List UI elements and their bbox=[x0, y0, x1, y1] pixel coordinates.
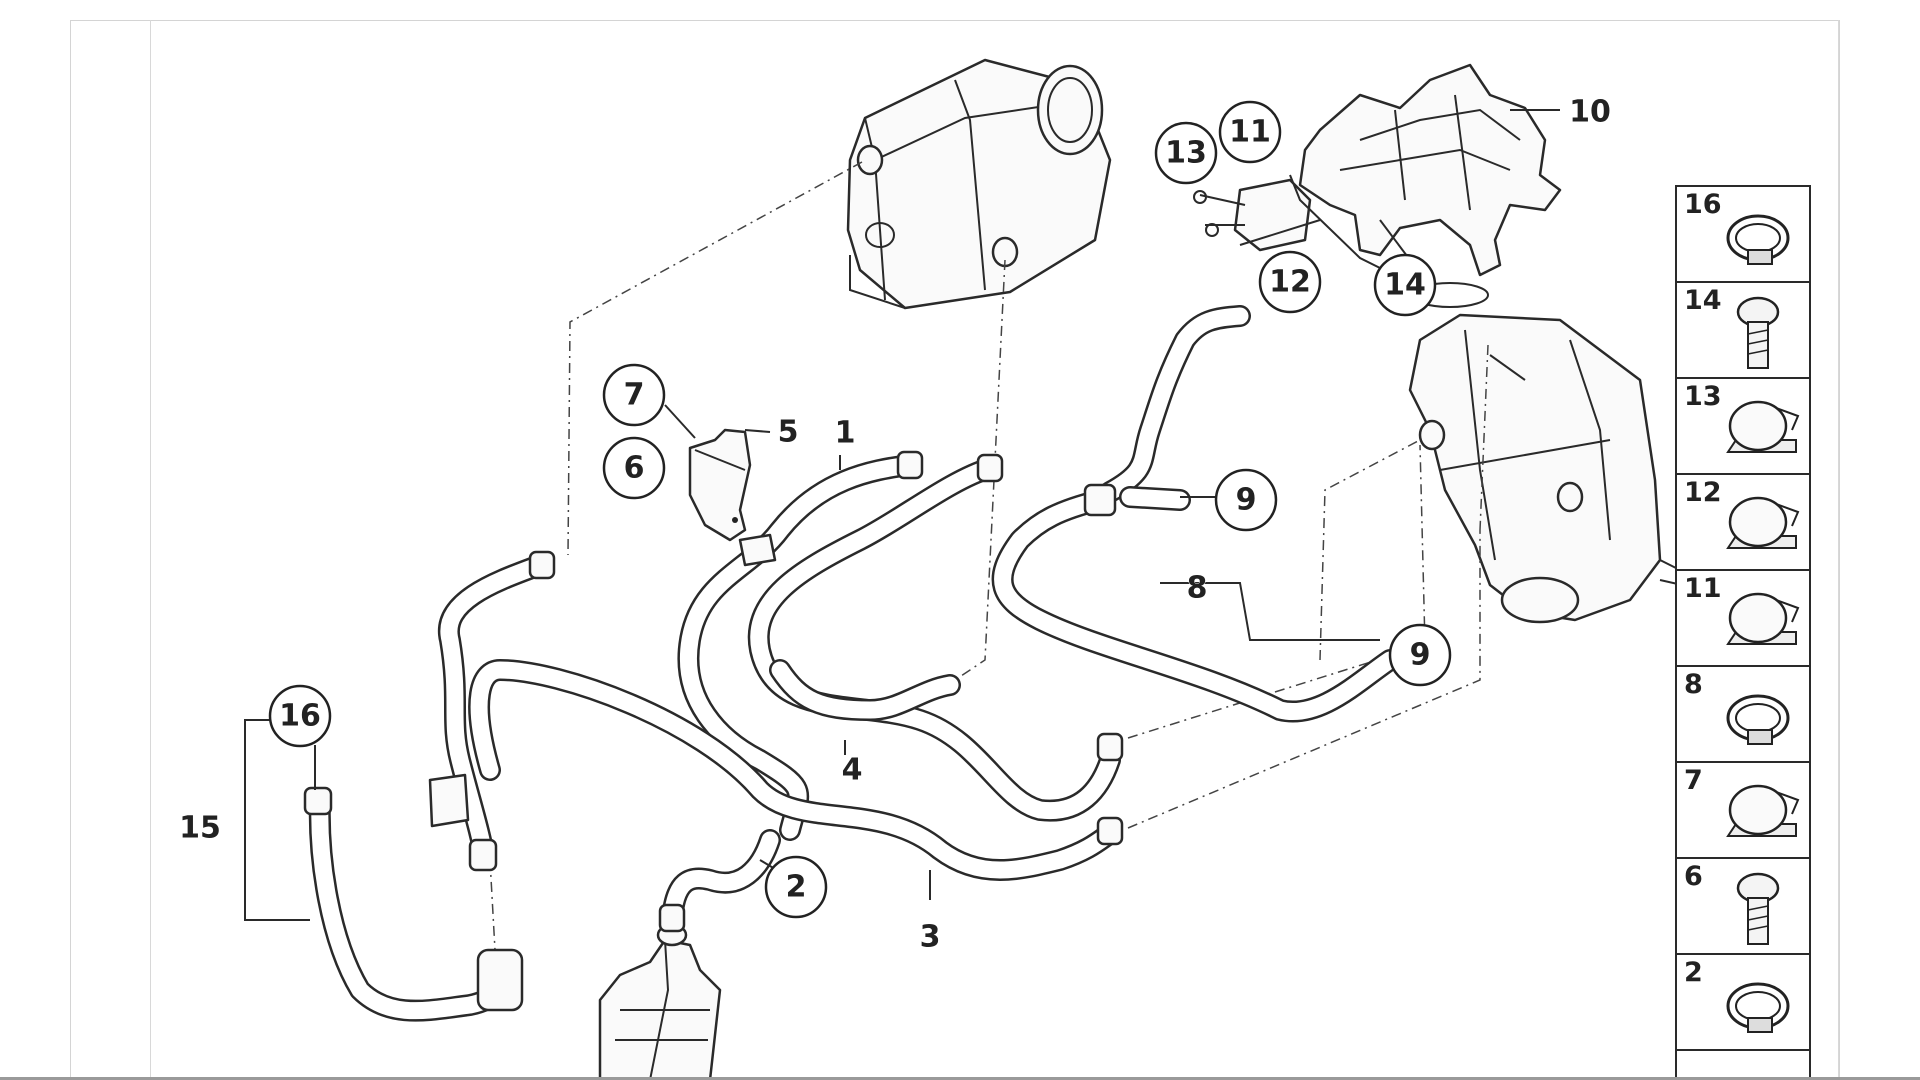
hose-connectors bbox=[303, 450, 1124, 933]
frame-divider-left bbox=[150, 20, 151, 1080]
legend-part-icon bbox=[1726, 982, 1790, 1033]
callout-14[interactable]: 14 bbox=[1373, 253, 1437, 317]
hose-feed[interactable] bbox=[437, 554, 551, 871]
legend-item-12[interactable]: 12 bbox=[1676, 477, 1810, 571]
legend-number: 6 bbox=[1684, 861, 1703, 892]
callout-9-upper[interactable]: 9 bbox=[1214, 468, 1278, 532]
svg-text:11: 11 bbox=[1229, 115, 1271, 150]
legend-part-icon bbox=[1726, 496, 1800, 549]
legend-part-icon bbox=[1736, 872, 1780, 945]
legend-number: 12 bbox=[1684, 477, 1722, 508]
legend-item-7[interactable]: 7 bbox=[1676, 765, 1810, 859]
svg-text:6: 6 bbox=[624, 451, 645, 486]
svg-text:2: 2 bbox=[786, 870, 807, 905]
svg-text:14: 14 bbox=[1384, 268, 1426, 303]
legend-number: 13 bbox=[1684, 381, 1722, 412]
svg-text:9: 9 bbox=[1236, 483, 1257, 518]
legend-number: 2 bbox=[1684, 957, 1703, 988]
callout-13[interactable]: 13 bbox=[1154, 121, 1218, 185]
label-4[interactable]: 4 bbox=[841, 752, 863, 788]
legend-item-6[interactable]: 6 bbox=[1676, 861, 1810, 955]
expansion-tank[interactable] bbox=[846, 58, 1112, 310]
label-15[interactable]: 15 bbox=[179, 810, 222, 846]
diagram-frame bbox=[70, 20, 1840, 1080]
label-10[interactable]: 10 bbox=[1569, 94, 1612, 130]
legend-part-icon bbox=[1726, 214, 1790, 265]
frame-divider-right bbox=[1838, 20, 1839, 1080]
water-pump[interactable] bbox=[598, 923, 722, 1080]
svg-text:12: 12 bbox=[1269, 265, 1311, 300]
hose-8[interactable] bbox=[991, 305, 1401, 723]
legend-number: 11 bbox=[1684, 573, 1722, 604]
callout-9-lower[interactable]: 9 bbox=[1388, 623, 1452, 687]
hose-15[interactable] bbox=[308, 789, 524, 1022]
hose-4[interactable] bbox=[769, 659, 961, 721]
label-1[interactable]: 1 bbox=[834, 415, 856, 451]
bottom-edge bbox=[0, 1077, 1920, 1080]
svg-text:7: 7 bbox=[624, 378, 645, 413]
svg-text:9: 9 bbox=[1410, 638, 1431, 673]
legend-number: 14 bbox=[1684, 285, 1722, 316]
connection-lines bbox=[489, 161, 1489, 951]
intercooler[interactable] bbox=[1408, 282, 1684, 624]
parts-legend: 16 14 13 12 11 8 7 6 2 bbox=[1675, 185, 1811, 1080]
callout-7[interactable]: 7 bbox=[602, 363, 666, 427]
hose-3[interactable] bbox=[468, 659, 1123, 881]
legend-part-icon bbox=[1736, 296, 1780, 369]
legend-part-icon bbox=[1726, 400, 1800, 453]
svg-text:13: 13 bbox=[1165, 136, 1207, 171]
callout-16[interactable]: 16 bbox=[268, 684, 332, 748]
legend-part-icon bbox=[1726, 784, 1800, 837]
legend-item-16[interactable]: 16 bbox=[1676, 189, 1810, 283]
callout-2[interactable]: 2 bbox=[764, 855, 828, 919]
legend-item-8[interactable]: 8 bbox=[1676, 669, 1810, 763]
hose-2[interactable] bbox=[661, 829, 781, 931]
label-3[interactable]: 3 bbox=[919, 919, 941, 955]
bracket-assembly[interactable] bbox=[1193, 63, 1562, 277]
label-8[interactable]: 8 bbox=[1186, 570, 1208, 606]
legend-item-13[interactable]: 13 bbox=[1676, 381, 1810, 475]
legend-item-14[interactable]: 14 bbox=[1676, 285, 1810, 379]
hose-bracket[interactable] bbox=[688, 428, 752, 542]
callout-11[interactable]: 11 bbox=[1218, 100, 1282, 164]
callout-6[interactable]: 6 bbox=[602, 436, 666, 500]
svg-text:16: 16 bbox=[279, 699, 321, 734]
legend-number: 8 bbox=[1684, 669, 1703, 700]
legend-item-11[interactable]: 11 bbox=[1676, 573, 1810, 667]
legend-number: 7 bbox=[1684, 765, 1703, 796]
legend-item-2[interactable]: 2 bbox=[1676, 957, 1810, 1051]
legend-part-icon bbox=[1726, 694, 1790, 745]
legend-number: 16 bbox=[1684, 189, 1722, 220]
legend-part-icon bbox=[1726, 592, 1800, 645]
callout-12[interactable]: 12 bbox=[1258, 250, 1322, 314]
label-5[interactable]: 5 bbox=[777, 414, 799, 450]
